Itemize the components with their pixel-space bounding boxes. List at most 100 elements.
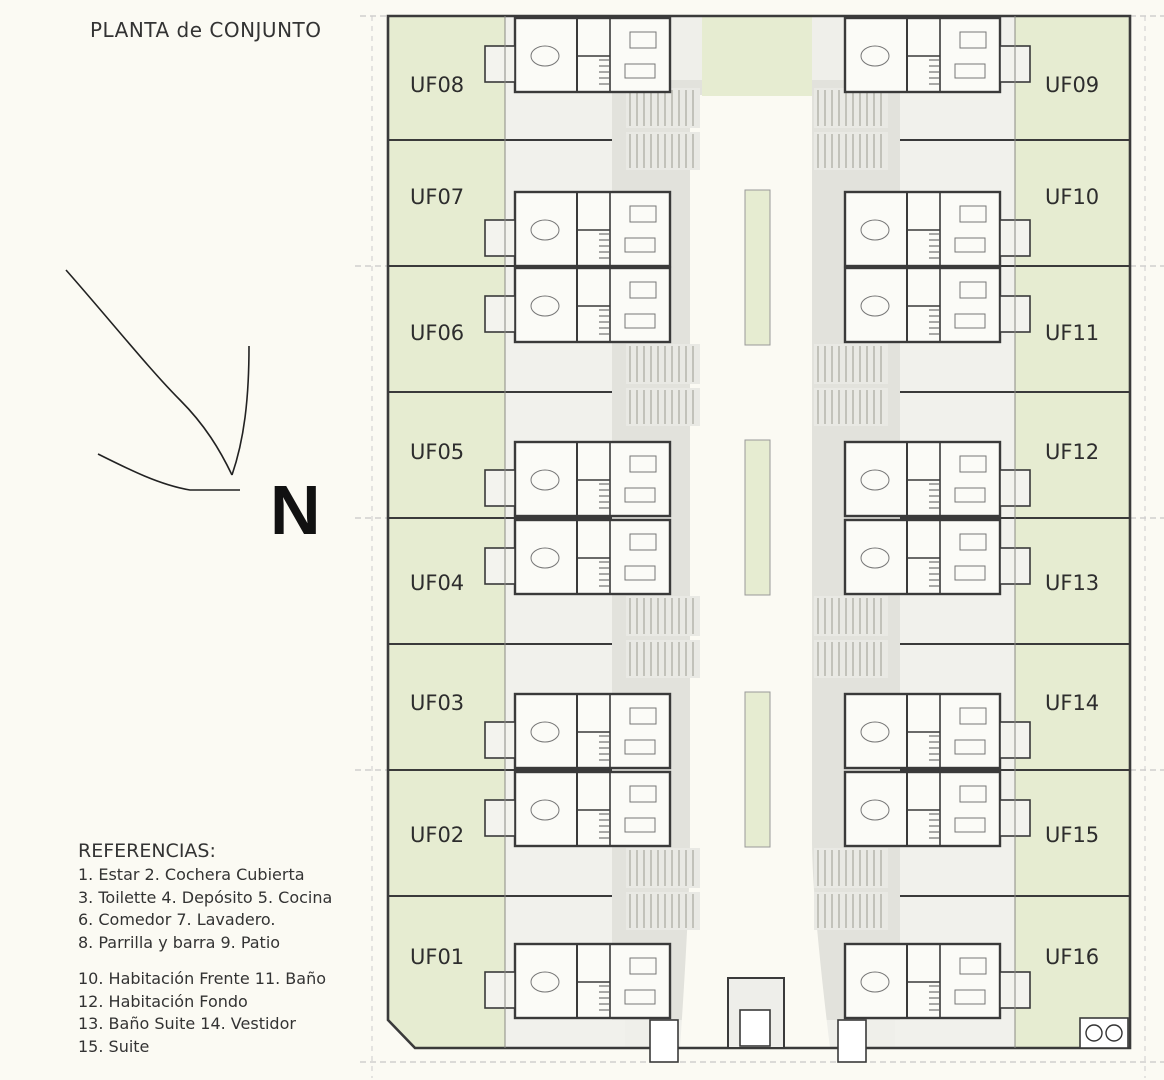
sofa	[629, 707, 657, 725]
house-unit	[843, 942, 1031, 1020]
furniture	[954, 63, 986, 79]
house-annex	[484, 721, 516, 759]
house-annex	[484, 219, 516, 257]
reference-line: 1. Estar 2. Cochera Cubierta	[78, 865, 305, 884]
parking-bay	[626, 848, 700, 888]
reference-line: 12. Habitación Fondo	[78, 991, 248, 1011]
dining-table	[530, 547, 560, 569]
parking-bay	[814, 388, 888, 426]
house-outline	[843, 440, 1002, 518]
house-outline	[513, 440, 672, 518]
unit-label-left: UF07	[410, 185, 464, 209]
house-outline	[843, 692, 1002, 770]
dining-table	[530, 295, 560, 317]
road-median	[744, 189, 771, 346]
house-outline	[843, 770, 1002, 848]
house-outline	[513, 190, 672, 268]
dining-table	[530, 721, 560, 743]
dining-table	[860, 547, 890, 569]
guardhouse-room	[739, 1009, 771, 1047]
furniture	[624, 63, 656, 79]
unit-label-left: UF08	[410, 73, 464, 97]
meter-circle	[1085, 1024, 1103, 1042]
sofa	[629, 281, 657, 299]
dining-table	[860, 295, 890, 317]
dining-table	[860, 45, 890, 67]
house-unit	[843, 770, 1031, 848]
house-outline	[843, 518, 1002, 596]
reference-line: 3. Toilette 4. Depósito 5. Cocina	[78, 887, 333, 907]
unit-label-left: UF03	[410, 691, 464, 715]
north-arrow	[65, 269, 250, 491]
references-legend: REFERENCIAS: 1. Estar 2. Cochera Cubiert…	[78, 840, 332, 1058]
reference-line: 8. Parrilla y barra 9. Patio	[78, 932, 281, 952]
house-annex	[484, 469, 516, 507]
unit-label-left: UF02	[410, 823, 464, 847]
parking-bay	[626, 640, 700, 678]
house-unit	[484, 942, 672, 1020]
house-outline	[843, 266, 1002, 344]
parking-bay	[814, 596, 888, 636]
unit-label-right: UF09	[1045, 73, 1099, 97]
furniture	[954, 817, 986, 833]
parking-bay	[626, 132, 700, 170]
house-unit	[843, 440, 1031, 518]
unit-label-right: UF13	[1045, 571, 1099, 595]
parking-bay	[626, 892, 700, 930]
furniture	[954, 237, 986, 253]
house-outline	[513, 16, 672, 94]
unit-label-right: UF10	[1045, 185, 1099, 209]
house-outline	[843, 190, 1002, 268]
dining-table	[860, 721, 890, 743]
house-unit	[484, 190, 672, 268]
furniture	[624, 817, 656, 833]
plan-title: PLANTA de CONJUNTO	[90, 18, 322, 42]
parking-bay	[814, 848, 888, 888]
utility-box	[837, 1019, 867, 1063]
road-median	[744, 691, 771, 848]
dining-table	[860, 971, 890, 993]
parking-bay	[814, 88, 888, 128]
parking-bay	[626, 596, 700, 636]
house-unit	[484, 770, 672, 848]
house-unit	[843, 266, 1031, 344]
reference-line: 15. Suite	[78, 1036, 150, 1056]
house-outline	[513, 692, 672, 770]
dining-table	[530, 971, 560, 993]
parking-bay	[626, 388, 700, 426]
plan-layer	[355, 14, 1164, 1078]
reference-spacer	[78, 954, 332, 968]
house-annex	[484, 971, 516, 1009]
parking-bay	[814, 892, 888, 930]
house-outline	[843, 942, 1002, 1020]
unit-label-right: UF15	[1045, 823, 1099, 847]
unit-labels: UF08UF07UF06UF05UF04UF03UF02UF01UF09UF10…	[410, 73, 1099, 969]
house-outline	[513, 266, 672, 344]
house-unit	[484, 440, 672, 518]
unit-label-right: UF14	[1045, 691, 1099, 715]
sofa	[959, 455, 987, 473]
house-unit	[843, 190, 1031, 268]
house-annex	[484, 295, 516, 333]
furniture	[624, 487, 656, 503]
furniture	[624, 565, 656, 581]
dining-table	[860, 469, 890, 491]
furniture	[954, 313, 986, 329]
dining-table	[860, 799, 890, 821]
reference-line: 10. Habitación Frente 11. Baño	[78, 969, 326, 988]
unit-label-right: UF12	[1045, 440, 1099, 464]
parking-bay	[626, 88, 700, 128]
house-outline	[513, 770, 672, 848]
house-unit	[843, 16, 1031, 94]
sofa	[629, 455, 657, 473]
sofa	[629, 205, 657, 223]
furniture	[624, 989, 656, 1005]
sofa	[959, 707, 987, 725]
meter-circle	[1105, 1024, 1123, 1042]
house-annex	[484, 45, 516, 83]
reference-line: 13. Baño Suite 14. Vestidor	[78, 1014, 296, 1033]
references-heading: REFERENCIAS:	[78, 840, 216, 862]
furniture	[954, 487, 986, 503]
garden-left	[388, 16, 505, 1048]
parking-bay	[814, 344, 888, 384]
